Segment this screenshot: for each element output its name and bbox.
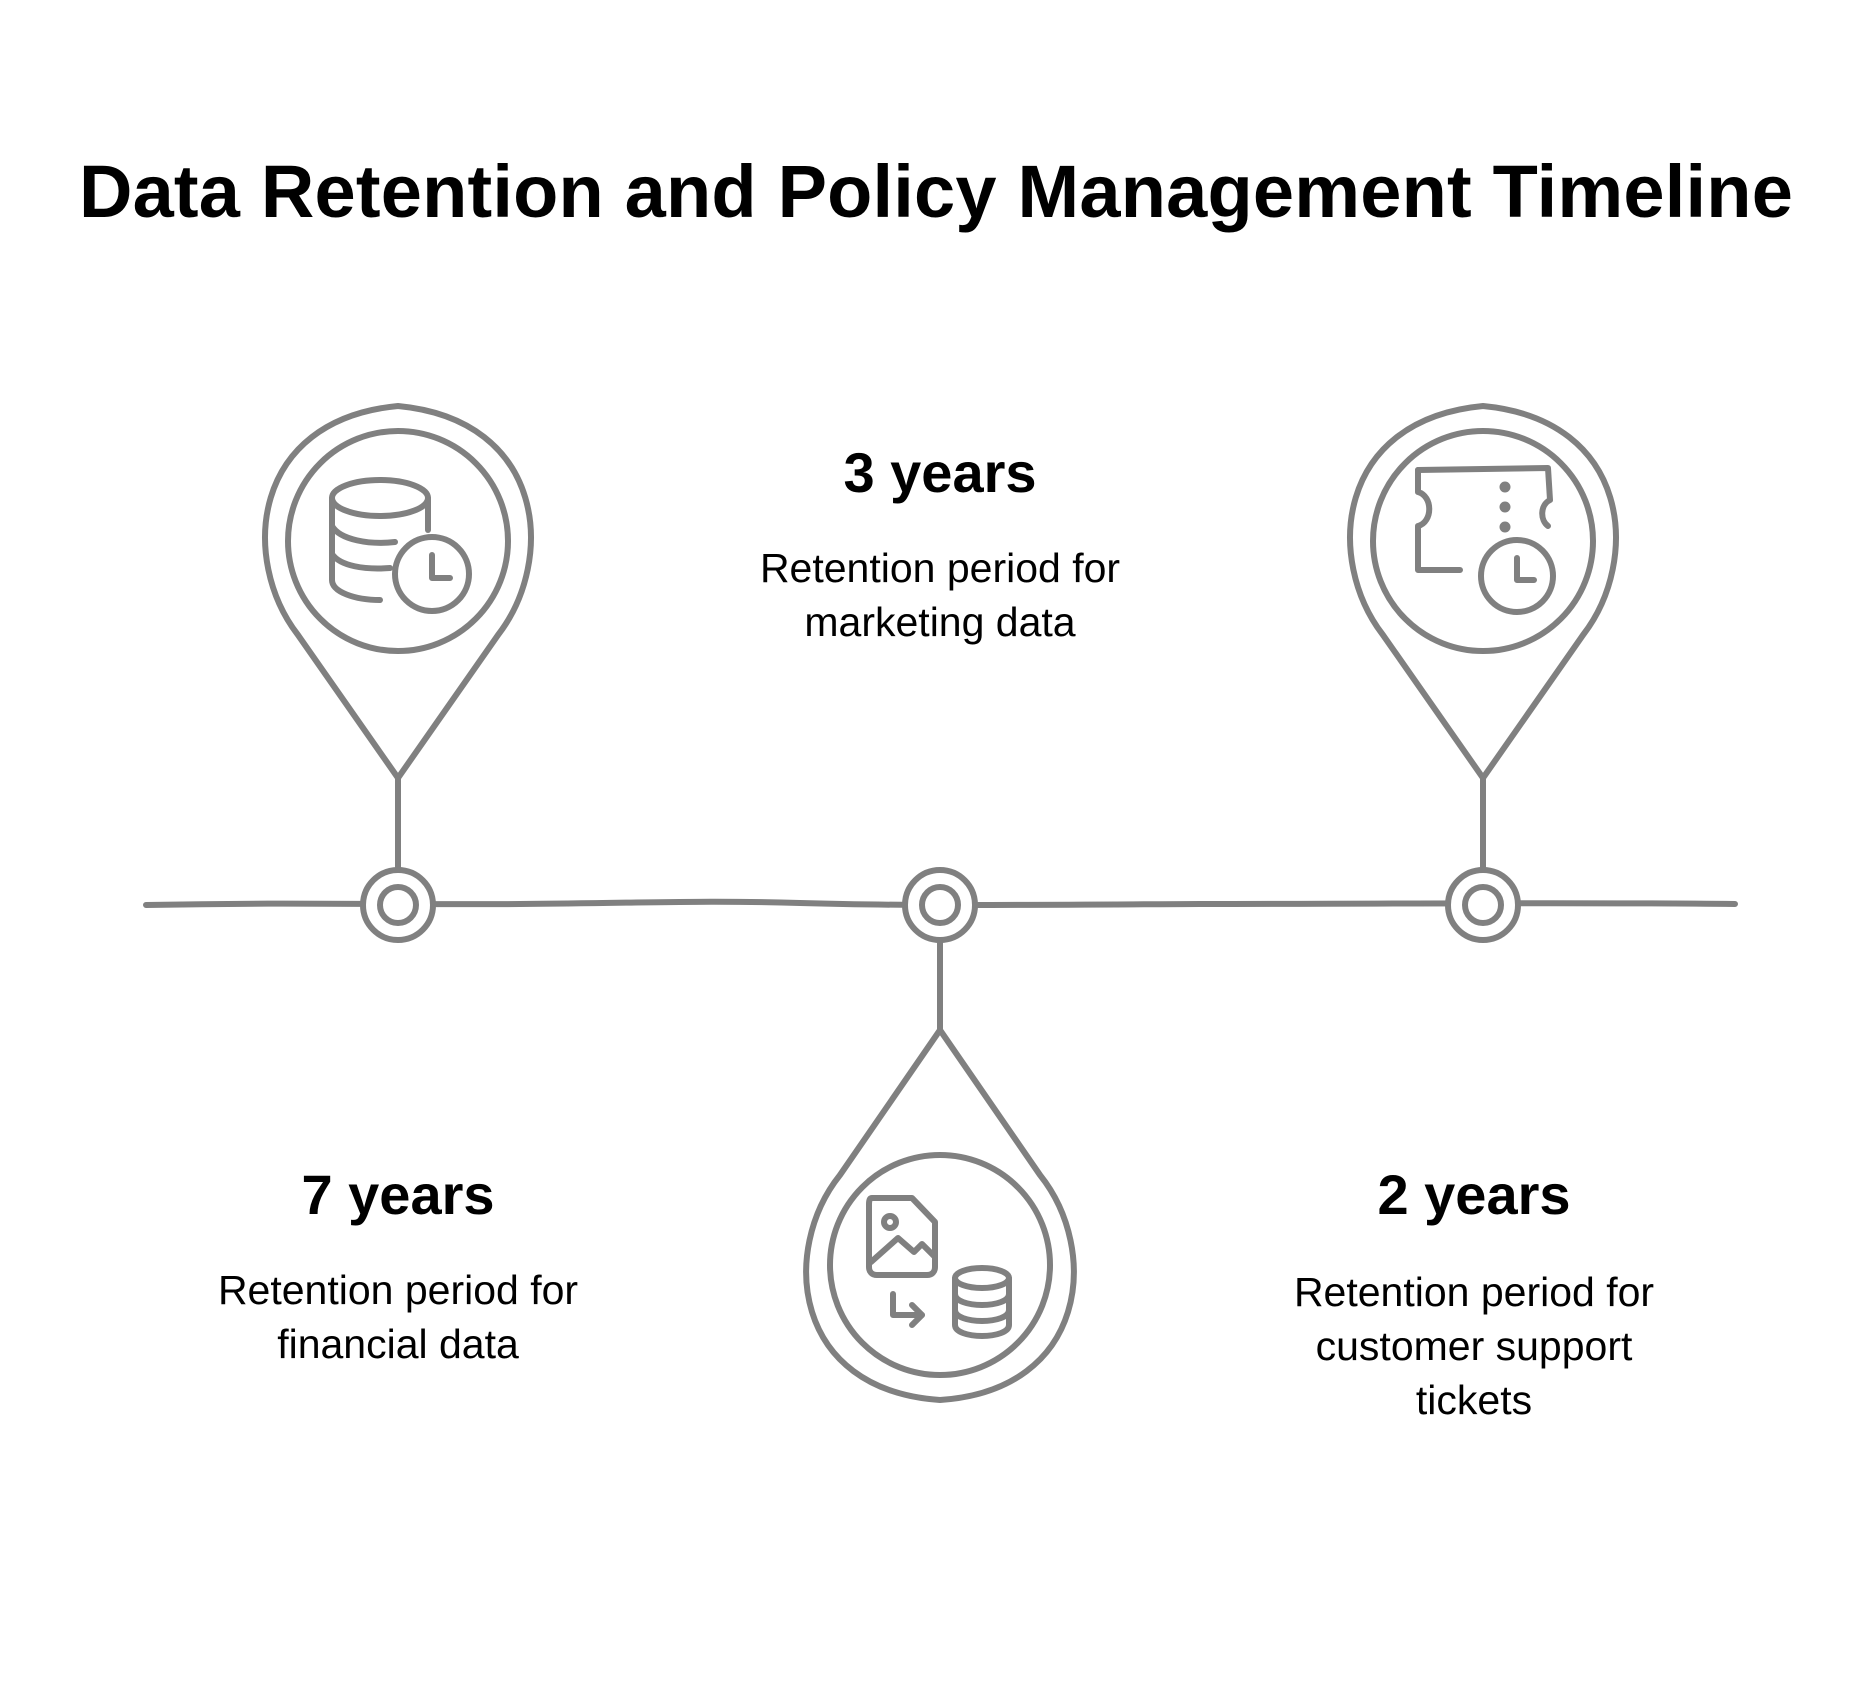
timeline-node-support	[1445, 867, 1521, 943]
milestone-period: 7 years	[301, 1163, 495, 1226]
timeline-node-financial	[360, 867, 436, 943]
milestone-period: 3 years	[843, 441, 1037, 504]
pin-marketing-inner-circle	[827, 1152, 1053, 1378]
ticket-clock-icon	[1415, 465, 1556, 615]
pin-support-outline	[1347, 403, 1619, 781]
pin-marketing	[803, 867, 1077, 1403]
milestone-support: 2 years Retention period for customer su…	[1214, 1167, 1734, 1427]
timeline-node-marketing-core	[919, 884, 961, 926]
pin-financial-outline	[262, 403, 534, 781]
pin-support-inner-circle	[1370, 428, 1596, 654]
image-to-database-icon	[866, 1195, 1012, 1339]
pin-financial	[262, 403, 534, 943]
pin-support	[1347, 403, 1619, 943]
timeline-node-marketing	[902, 867, 978, 943]
milestone-description: Retention period for financial data	[217, 1267, 579, 1367]
pin-financial-inner-circle	[285, 428, 511, 654]
database-clock-icon	[329, 477, 472, 614]
page-title: Data Retention and Policy Management Tim…	[78, 150, 1794, 233]
milestone-marketing: 3 years Retention period for marketing d…	[680, 445, 1200, 649]
timeline-node-financial-core	[377, 884, 419, 926]
milestone-period: 2 years	[1377, 1163, 1571, 1226]
milestone-description: Retention period for marketing data	[759, 545, 1121, 645]
milestone-financial: 7 years Retention period for financial d…	[138, 1167, 658, 1371]
milestone-description: Retention period for customer support ti…	[1293, 1269, 1655, 1423]
pin-marketing-outline	[803, 1027, 1077, 1403]
timeline-node-support-core	[1462, 884, 1504, 926]
